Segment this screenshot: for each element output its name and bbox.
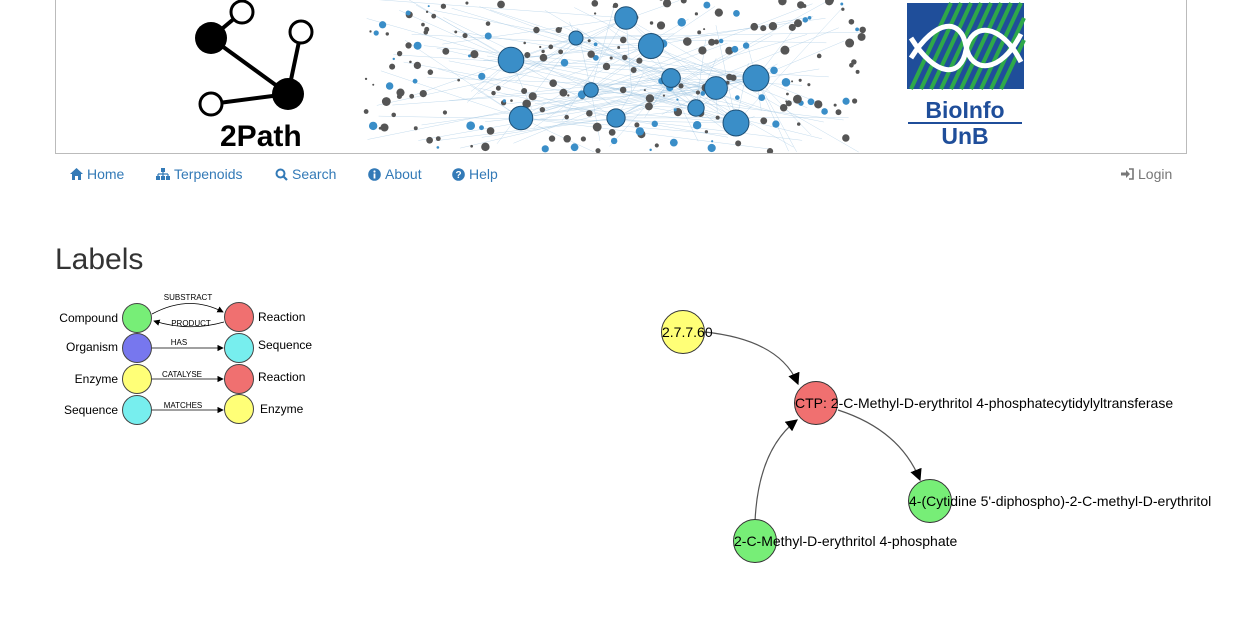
search-icon <box>275 168 288 181</box>
nav-help[interactable]: ? Help <box>452 166 498 182</box>
node-substrate[interactable]: 2-C-Methyl-D-erythritol 4-phosphate <box>733 519 958 563</box>
2path-logo: 2Path <box>195 0 314 153</box>
node-enzyme-label: 2.7.7.60 <box>662 324 713 340</box>
legend-graphic: Compound SUBSTRACT PRODUCT Reaction Orga… <box>59 293 312 425</box>
nav-search-label: Search <box>292 166 337 182</box>
sequence-node-icon <box>122 395 152 425</box>
sitemap-icon <box>156 168 170 180</box>
page-title: Labels <box>55 243 144 276</box>
nav-search[interactable]: Search <box>275 166 336 182</box>
sequence-node-icon <box>224 333 254 363</box>
network-graphic <box>363 0 866 153</box>
node-enzyme[interactable]: 2.7.7.60 <box>661 310 713 354</box>
logo-unb-text: UnB <box>941 123 988 149</box>
pathway-graph-svg: 2.7.7.60 CTP: 2-C-Methyl-D-erythritol 4-… <box>661 310 1212 563</box>
legend-enzyme-label: Enzyme <box>75 372 119 386</box>
main-navbar: Home Terpenoids Search About ? Help <box>55 160 1187 192</box>
logo-bioinfo-text: BioInfo <box>925 97 1004 123</box>
labels-legend: Compound SUBSTRACT PRODUCT Reaction Orga… <box>55 288 325 428</box>
legend-row-organism: Organism HAS Sequence <box>66 333 312 363</box>
pathway-graph: 2.7.7.60 CTP: 2-C-Methyl-D-erythritol 4-… <box>630 300 1230 580</box>
legend-reaction-label: Reaction <box>258 310 305 324</box>
nav-home-label: Home <box>87 166 125 182</box>
legend-organism-label: Organism <box>66 340 118 354</box>
legend-catalyse-label: CATALYSE <box>162 370 202 379</box>
nav-terpenoids[interactable]: Terpenoids <box>156 166 243 182</box>
compound-node-icon <box>122 303 152 333</box>
banner-graphic: 2Path BioInfo UnB <box>195 0 1026 153</box>
node-reaction-label: CTP: 2-C-Methyl-D-erythritol 4-phosphate… <box>795 395 1173 411</box>
legend-reaction2-label: Reaction <box>258 370 305 384</box>
nav-about-label: About <box>385 166 422 182</box>
reaction-node-icon <box>224 302 254 332</box>
legend-row-sequence: Sequence MATCHES Enzyme <box>64 394 304 425</box>
edge-substrate <box>754 419 798 523</box>
enzyme-node-icon <box>122 364 152 394</box>
logo-2path-text: 2Path <box>220 120 302 153</box>
organism-node-icon <box>122 333 152 363</box>
node-reaction[interactable]: CTP: 2-C-Methyl-D-erythritol 4-phosphate… <box>794 381 1174 425</box>
nav-login[interactable]: Login <box>1121 166 1172 182</box>
svg-text:?: ? <box>455 170 461 181</box>
legend-sequence-label: Sequence <box>258 338 312 352</box>
header-banner: 2Path BioInfo UnB <box>55 0 1187 154</box>
info-circle-icon <box>368 167 381 181</box>
nav-about[interactable]: About <box>368 166 422 182</box>
legend-row-enzyme: Enzyme CATALYSE Reaction <box>75 364 305 394</box>
legend-compound-label: Compound <box>59 311 118 325</box>
legend-product-label: PRODUCT <box>171 319 211 328</box>
node-product-label: 4-(Cytidine 5'-diphospho)-2-C-methyl-D-e… <box>909 493 1211 509</box>
enzyme-node-icon <box>224 394 254 424</box>
legend-substract-label: SUBSTRACT <box>164 293 213 302</box>
nav-home[interactable]: Home <box>70 166 124 182</box>
question-circle-icon: ? <box>452 167 465 181</box>
node-product[interactable]: 4-(Cytidine 5'-diphospho)-2-C-methyl-D-e… <box>908 479 1212 523</box>
legend-enzyme2-label: Enzyme <box>260 402 304 416</box>
legend-row-compound: Compound SUBSTRACT PRODUCT Reaction <box>59 293 305 333</box>
nav-terpenoids-label: Terpenoids <box>174 166 243 182</box>
node-substrate-label: 2-C-Methyl-D-erythritol 4-phosphate <box>734 533 958 549</box>
nav-login-label: Login <box>1138 166 1173 182</box>
legend-matches-label: MATCHES <box>164 401 203 410</box>
edge-product <box>837 409 922 482</box>
bioinfo-unb-logo: BioInfo UnB <box>907 2 1026 149</box>
nav-help-label: Help <box>469 166 498 182</box>
legend-sequence2-label: Sequence <box>64 403 118 417</box>
sign-in-icon <box>1121 168 1134 180</box>
legend-has-label: HAS <box>171 338 187 347</box>
home-icon <box>70 168 83 180</box>
reaction-node-icon <box>224 364 254 394</box>
edge-catalyse <box>704 331 800 386</box>
